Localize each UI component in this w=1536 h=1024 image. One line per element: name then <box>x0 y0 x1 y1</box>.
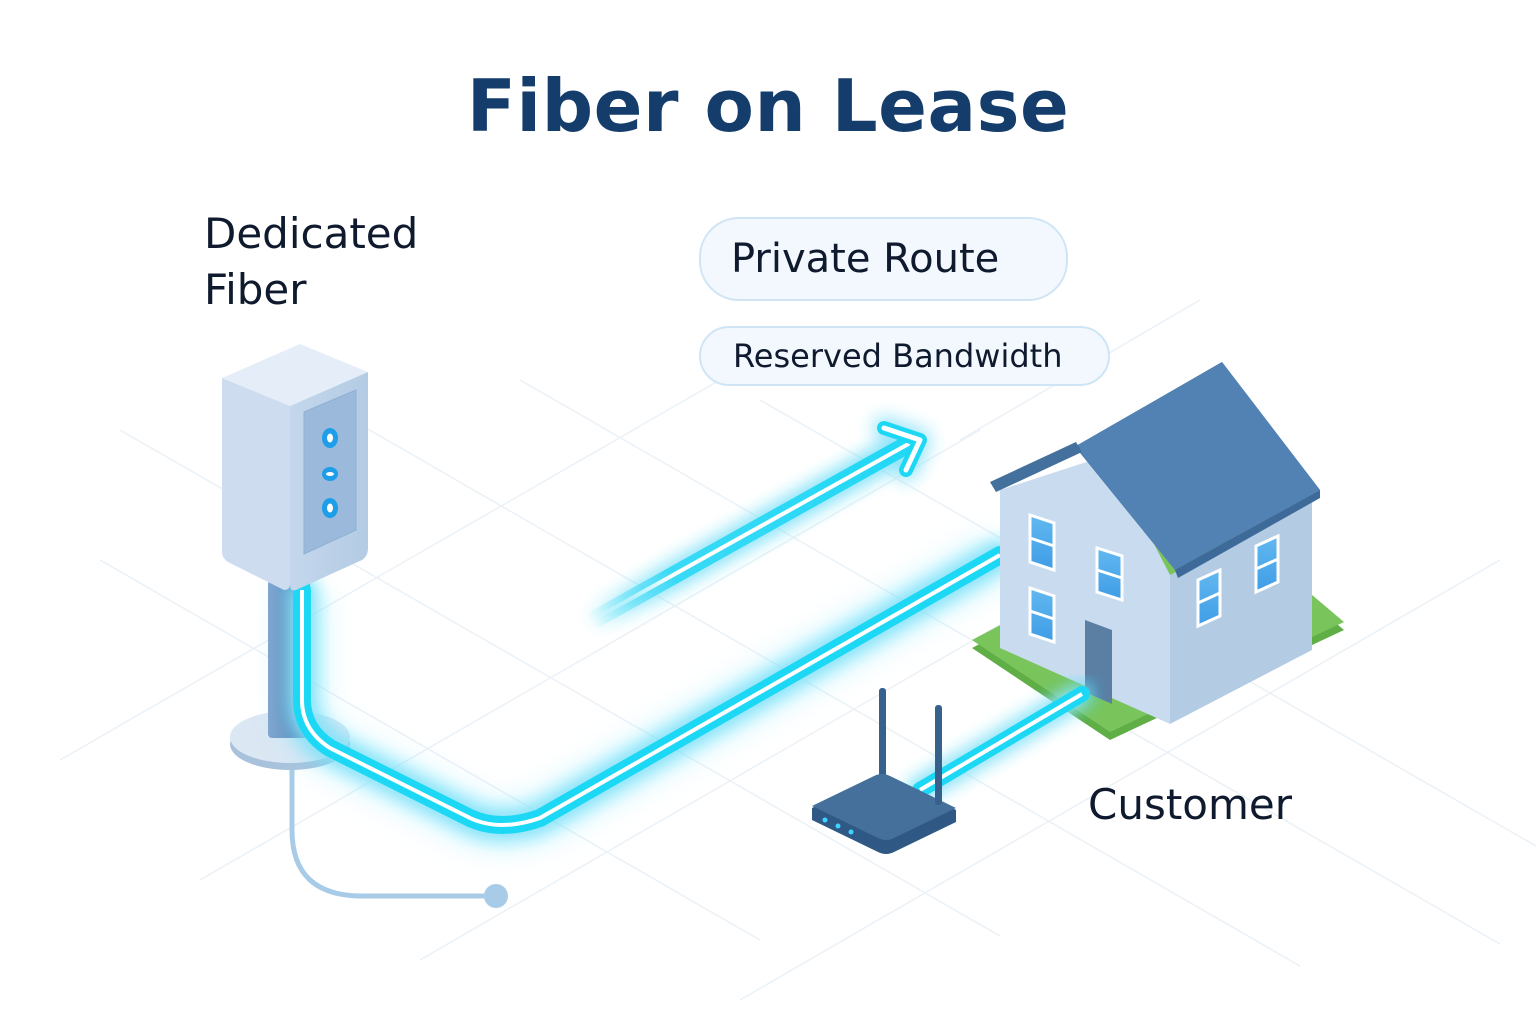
house-door <box>1085 620 1112 704</box>
direction-arrow <box>581 421 927 631</box>
house-windows <box>1028 512 1280 645</box>
status-leds <box>322 428 338 518</box>
private-route-label: Private Route <box>731 236 1000 282</box>
fiber-cable-main <box>293 546 1009 834</box>
customer-label: Customer <box>1088 780 1293 829</box>
house-icon <box>972 362 1344 740</box>
reserved-bandwidth-badge: Reserved Bandwidth <box>699 326 1110 386</box>
dedicated-fiber-label: Dedicated Fiber <box>204 206 464 318</box>
fiber-cable-router <box>912 686 1090 798</box>
reserved-bandwidth-label: Reserved Bandwidth <box>733 337 1063 375</box>
private-route-badge: Private Route <box>699 217 1068 301</box>
page-title: Fiber on Lease <box>466 64 1070 148</box>
arrow-icon <box>881 425 923 473</box>
cable-end-node <box>484 884 508 908</box>
dedicated-fiber-label-line2: Fiber <box>204 265 307 314</box>
wifi-router-icon <box>812 688 956 854</box>
ground-cable <box>289 767 499 899</box>
fiber-cabinet-icon <box>222 344 368 591</box>
dedicated-fiber-label-line1: Dedicated <box>204 209 419 258</box>
